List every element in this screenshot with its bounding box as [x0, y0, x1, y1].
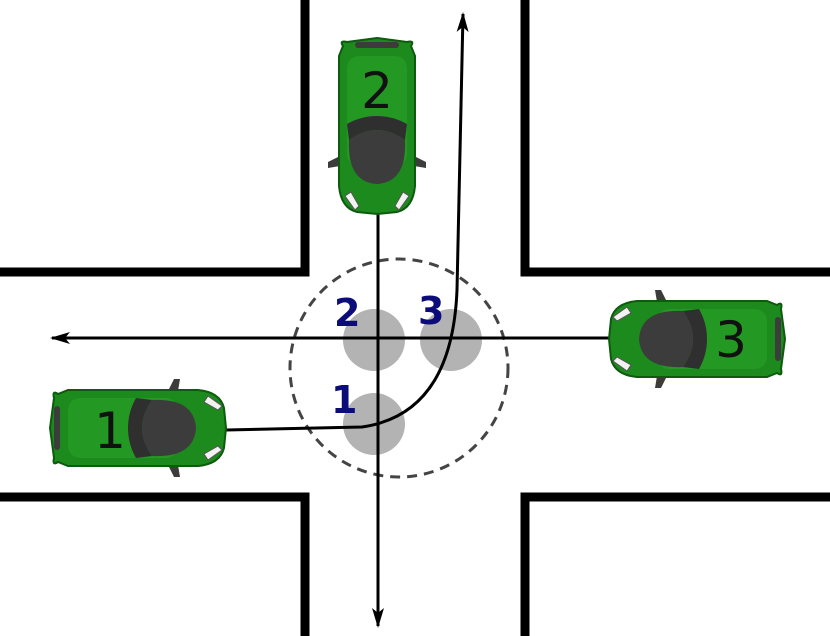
car-3-label: 3: [715, 311, 747, 369]
conflict-zone-2: [343, 309, 405, 371]
car-1-body-icon: [49, 378, 227, 478]
zone-label-3: 3: [418, 289, 444, 333]
vehicle-paths: [50, 12, 610, 628]
curb-top-left: [0, 0, 310, 277]
curb-top-right: [520, 0, 830, 277]
car-3-body-icon: [608, 289, 786, 389]
car-2-label: 2: [361, 62, 393, 120]
car-2: 2: [327, 37, 427, 215]
path-car-1: [225, 12, 469, 432]
intersection-boundary: [288, 257, 510, 479]
zone-label-2: 2: [334, 291, 360, 335]
car-1-label: 1: [94, 402, 126, 460]
zone-label-1: 1: [331, 378, 357, 422]
curb-bottom-left: [0, 492, 310, 636]
curb-bottom-right: [520, 492, 830, 636]
car-3: 3: [608, 289, 786, 389]
car-1: 1: [49, 378, 227, 478]
zone-labels: 2 3 1: [331, 289, 444, 422]
